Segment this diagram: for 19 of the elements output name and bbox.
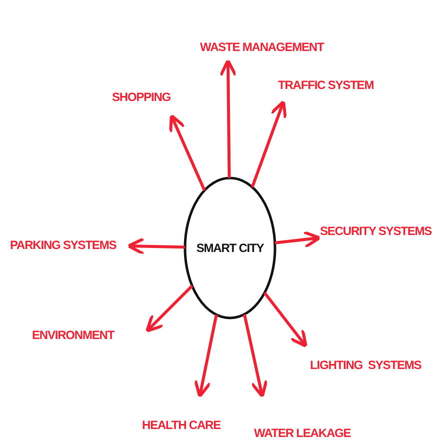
topic-label: ENVIRONMENT bbox=[32, 328, 114, 342]
arrow bbox=[263, 292, 308, 348]
arrow bbox=[169, 114, 206, 191]
arrow bbox=[274, 230, 321, 248]
arrow bbox=[194, 314, 218, 398]
arrow bbox=[127, 237, 186, 256]
topic-label: LIGHTING SYSTEMS bbox=[310, 358, 422, 372]
hub-label: SMART CITY bbox=[196, 241, 264, 255]
topic-label: PARKING SYSTEMS bbox=[10, 238, 116, 252]
arrow bbox=[145, 284, 194, 333]
topic-label: SHOPPING bbox=[112, 90, 171, 104]
topic-label: HEALTH CARE bbox=[142, 418, 221, 432]
topic-label: TRAFFIC SYSTEM bbox=[278, 78, 374, 92]
topic-label: SECURITY SYSTEMS bbox=[320, 224, 432, 238]
arrow bbox=[250, 100, 287, 188]
arrow bbox=[242, 314, 268, 398]
topic-label: WASTE MANAGEMENT bbox=[200, 40, 324, 54]
arrow bbox=[219, 59, 238, 178]
topic-label: WATER LEAKAGE bbox=[254, 426, 351, 440]
